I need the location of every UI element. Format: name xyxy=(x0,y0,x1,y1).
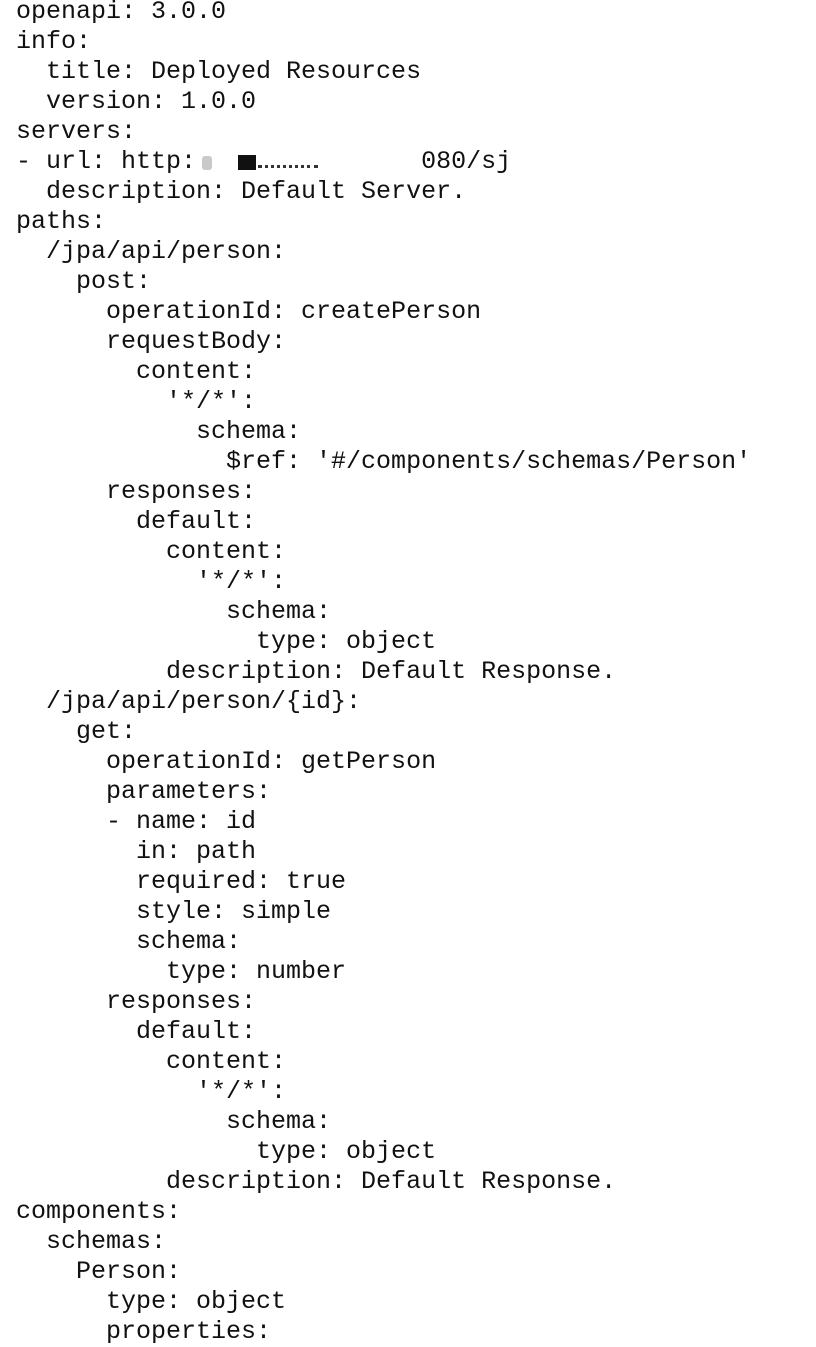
yaml-line-default: default: xyxy=(16,1017,257,1046)
yaml-line-type: type: object xyxy=(16,1137,437,1166)
yaml-line-paths: paths: xyxy=(16,207,107,236)
yaml-line-responses: responses: xyxy=(16,477,257,506)
yaml-line-content: content: xyxy=(16,1047,287,1076)
yaml-line-ref: $ref: '#/components/schemas/Person' xyxy=(16,447,752,476)
yaml-line-servers: servers: xyxy=(16,117,137,146)
yaml-line-content: content: xyxy=(16,357,257,386)
yaml-line-parameters: parameters: xyxy=(16,777,272,806)
yaml-line-description: description: Default Response. xyxy=(16,657,617,686)
yaml-line-media-type: '*/*': xyxy=(16,567,287,596)
yaml-line-schemas: schemas: xyxy=(16,1227,167,1256)
yaml-line-get: get: xyxy=(16,717,137,746)
yaml-line-components: components: xyxy=(16,1197,182,1226)
yaml-line-schema: schema: xyxy=(16,417,302,446)
yaml-line-operation-id-create: operationId: createPerson xyxy=(16,297,482,326)
yaml-line-properties: properties: xyxy=(16,1317,272,1346)
yaml-line-responses: responses: xyxy=(16,987,257,1016)
yaml-line-schema: schema: xyxy=(16,927,242,956)
yaml-line-description: description: Default Response. xyxy=(16,1167,617,1196)
yaml-line-param-name: - name: id xyxy=(16,807,257,836)
yaml-line-default: default: xyxy=(16,507,257,536)
yaml-line-type: type: object xyxy=(16,1287,287,1316)
yaml-line-request-body: requestBody: xyxy=(16,327,287,356)
yaml-line-post: post: xyxy=(16,267,152,296)
yaml-line-path-person-id: /jpa/api/person/{id}: xyxy=(16,687,362,716)
yaml-line-info: info: xyxy=(16,27,92,56)
server-url-prefix: - url: http: xyxy=(16,147,197,176)
yaml-line-param-required: required: true xyxy=(16,867,347,896)
yaml-line-openapi: openapi: 3.0.0 xyxy=(16,0,227,26)
yaml-line-title: title: Deployed Resources xyxy=(16,57,422,86)
yaml-line-operation-id-get: operationId: getPerson xyxy=(16,747,437,776)
redacted-host xyxy=(196,147,422,177)
yaml-line-media-type: '*/*': xyxy=(16,1077,287,1106)
yaml-line-type: type: object xyxy=(16,627,437,656)
yaml-line-server-description: description: Default Server. xyxy=(16,177,467,206)
yaml-line-server-url: - url: http: 080/sj xyxy=(16,147,751,177)
yaml-line-media-type: '*/*': xyxy=(16,387,257,416)
yaml-line-schema: schema: xyxy=(16,1107,332,1136)
yaml-line-version: version: 1.0.0 xyxy=(16,87,257,116)
yaml-line-param-style: style: simple xyxy=(16,897,332,926)
yaml-line-person: Person: xyxy=(16,1257,182,1286)
yaml-line-type: type: number xyxy=(16,957,347,986)
server-url-tail: 080/sj xyxy=(421,147,512,176)
yaml-line-content: content: xyxy=(16,537,287,566)
yaml-line-param-in: in: path xyxy=(16,837,257,866)
yaml-line-path-person: /jpa/api/person: xyxy=(16,237,287,266)
yaml-line-schema: schema: xyxy=(16,597,332,626)
